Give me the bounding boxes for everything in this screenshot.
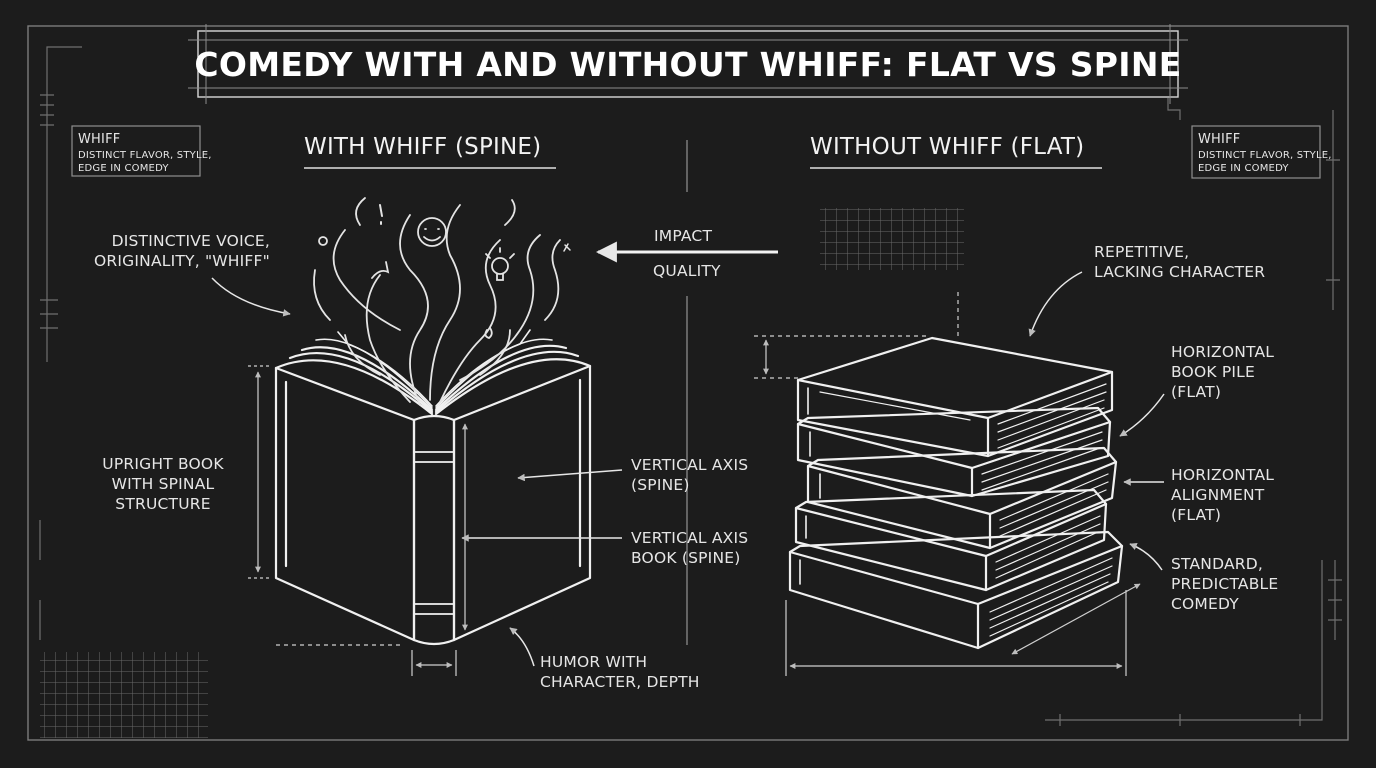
quality-label: QUALITY — [653, 261, 721, 281]
whiff-box-left-line-2: EDGE IN COMEDY — [78, 162, 212, 175]
upright-label-line-3: STRUCTURE — [96, 494, 230, 514]
whiff-box-left-line-1: DISTINCT FLAVOR, STYLE, — [78, 149, 212, 162]
upright-label: UPRIGHT BOOK WITH SPINAL STRUCTURE — [96, 454, 230, 514]
standard-label: STANDARD, PREDICTABLE COMEDY — [1171, 554, 1278, 614]
humor-label-line-1: HUMOR WITH — [540, 652, 700, 672]
voice-label-line-1: DISTINCTIVE VOICE, — [72, 231, 270, 251]
standard-label-line-3: COMEDY — [1171, 594, 1278, 614]
axis-label-1-line-2: (SPINE) — [631, 475, 748, 495]
grid-pattern-bottom — [40, 652, 208, 738]
alignment-label-line-2: ALIGNMENT — [1171, 485, 1274, 505]
axis-label-2-line-2: BOOK (SPINE) — [631, 548, 748, 568]
humor-label: HUMOR WITH CHARACTER, DEPTH — [540, 652, 700, 692]
alignment-label: HORIZONTAL ALIGNMENT (FLAT) — [1171, 465, 1274, 525]
whiff-box-left-title: WHIFF — [78, 133, 120, 147]
pile-label-line-3: (FLAT) — [1171, 382, 1274, 402]
outer-frame — [28, 26, 1348, 740]
whiff-box-right-line-1: DISTINCT FLAVOR, STYLE, — [1198, 149, 1332, 162]
standard-label-line-2: PREDICTABLE — [1171, 574, 1278, 594]
upright-label-line-2: WITH SPINAL — [96, 474, 230, 494]
diagram-title: COMEDY WITH AND WITHOUT WHIFF: FLAT VS S… — [198, 31, 1178, 97]
pile-label: HORIZONTAL BOOK PILE (FLAT) — [1171, 342, 1274, 402]
voice-label-line-2: ORIGINALITY, "WHIFF" — [72, 251, 270, 271]
axis-label-2: VERTICAL AXIS BOOK (SPINE) — [631, 528, 748, 568]
standard-label-line-1: STANDARD, — [1171, 554, 1278, 574]
pile-label-line-2: BOOK PILE — [1171, 362, 1274, 382]
right-heading: WITHOUT WHIFF (FLAT) — [810, 134, 1084, 160]
upright-label-line-1: UPRIGHT BOOK — [96, 454, 230, 474]
stack-dimension-lines — [754, 292, 1140, 676]
repetitive-label-line-1: REPETITIVE, — [1094, 242, 1265, 262]
repetitive-label: REPETITIVE, LACKING CHARACTER — [1094, 242, 1265, 282]
whiff-box-right-title: WHIFF — [1198, 133, 1240, 147]
pile-label-line-1: HORIZONTAL — [1171, 342, 1274, 362]
axis-label-1-line-1: VERTICAL AXIS — [631, 455, 748, 475]
whiff-box-left-body: DISTINCT FLAVOR, STYLE, EDGE IN COMEDY — [78, 149, 212, 175]
whiff-box-right-body: DISTINCT FLAVOR, STYLE, EDGE IN COMEDY — [1198, 149, 1332, 175]
axis-label-2-line-1: VERTICAL AXIS — [631, 528, 748, 548]
axis-label-1: VERTICAL AXIS (SPINE) — [631, 455, 748, 495]
repetitive-label-line-2: LACKING CHARACTER — [1094, 262, 1265, 282]
alignment-label-line-1: HORIZONTAL — [1171, 465, 1274, 485]
voice-label: DISTINCTIVE VOICE, ORIGINALITY, "WHIFF" — [72, 231, 270, 271]
upright-book — [276, 330, 590, 644]
impact-label: IMPACT — [654, 226, 712, 246]
grid-pattern-top — [820, 208, 964, 270]
whiff-swirls — [314, 198, 570, 405]
flat-book-stack — [790, 338, 1122, 648]
left-heading: WITH WHIFF (SPINE) — [304, 134, 541, 160]
whiff-box-right-line-2: EDGE IN COMEDY — [1198, 162, 1332, 175]
alignment-label-line-3: (FLAT) — [1171, 505, 1274, 525]
frame-rulers — [40, 47, 1342, 726]
humor-label-line-2: CHARACTER, DEPTH — [540, 672, 700, 692]
